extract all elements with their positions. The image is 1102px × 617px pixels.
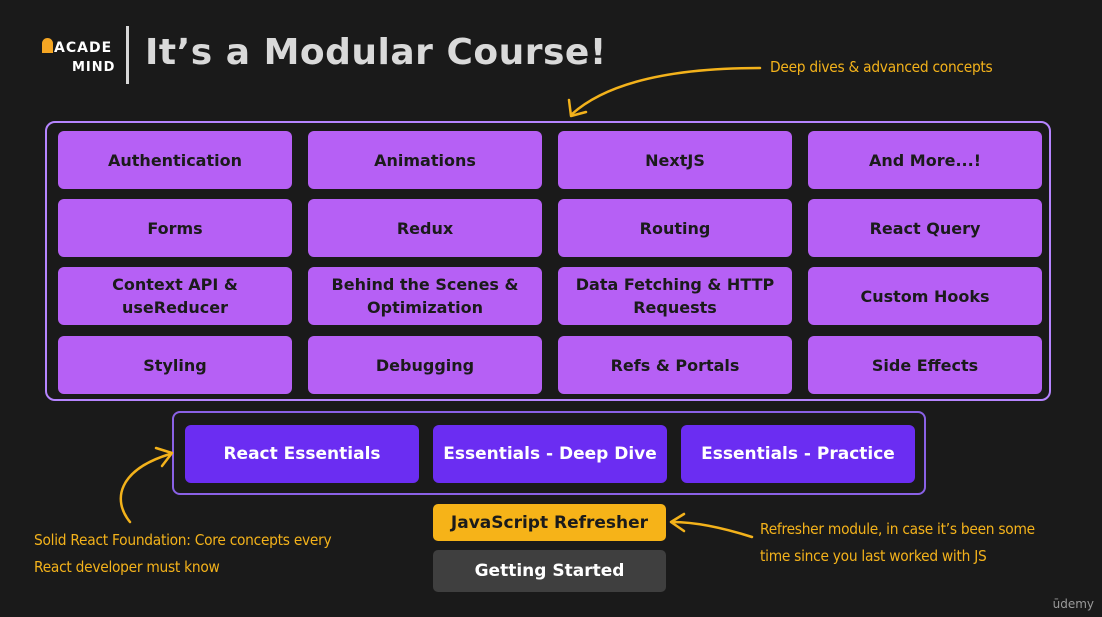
logo-text-line1: ACADE [54, 40, 113, 56]
arrow-refresher [670, 520, 754, 539]
module-animations[interactable]: Animations [308, 131, 542, 189]
module-and-more[interactable]: And More...! [808, 131, 1042, 189]
annotation-deep-dives: Deep dives & advanced concepts [770, 58, 993, 76]
module-debugging[interactable]: Debugging [308, 336, 542, 394]
module-refs-portals[interactable]: Refs & Portals [558, 336, 792, 394]
slide-title: It’s a Modular Course! [145, 32, 607, 73]
arrow-foundation [119, 452, 172, 524]
module-forms[interactable]: Forms [58, 199, 292, 257]
logo-text-line2: MIND [72, 60, 116, 75]
annotation-refresher-line2: time since you last worked with JS [760, 547, 987, 565]
annotation-foundation: Solid React Foundation: Core concepts ev… [34, 527, 332, 581]
arrow-deep-dives [570, 66, 762, 116]
module-context-api[interactable]: Context API & useReducer [58, 267, 292, 325]
annotation-refresher: Refresher module, in case it’s been some… [760, 516, 1035, 570]
annotation-refresher-line1: Refresher module, in case it’s been some [760, 520, 1035, 538]
module-styling[interactable]: Styling [58, 336, 292, 394]
module-data-fetching[interactable]: Data Fetching & HTTP Requests [558, 267, 792, 325]
module-side-effects[interactable]: Side Effects [808, 336, 1042, 394]
module-behind-the-scenes[interactable]: Behind the Scenes & Optimization [308, 267, 542, 325]
annotation-foundation-line1: Solid React Foundation: Core concepts ev… [34, 531, 332, 549]
module-javascript-refresher[interactable]: JavaScript Refresher [433, 504, 666, 541]
module-redux[interactable]: Redux [308, 199, 542, 257]
module-custom-hooks[interactable]: Custom Hooks [808, 267, 1042, 325]
module-nextjs[interactable]: NextJS [558, 131, 792, 189]
arrow-refresher-head [669, 512, 686, 533]
arrow-deep-dives-head [567, 98, 588, 118]
module-react-query[interactable]: React Query [808, 199, 1042, 257]
academind-logo: ACADE MIND [40, 34, 118, 80]
title-divider [126, 26, 129, 84]
module-authentication[interactable]: Authentication [58, 131, 292, 189]
logo-mark-icon [42, 38, 53, 53]
annotation-foundation-line2: React developer must know [34, 558, 220, 576]
module-react-essentials[interactable]: React Essentials [185, 425, 419, 483]
module-essentials-deep-dive[interactable]: Essentials - Deep Dive [433, 425, 667, 483]
module-routing[interactable]: Routing [558, 199, 792, 257]
arrow-foundation-head [154, 446, 174, 468]
module-getting-started[interactable]: Getting Started [433, 550, 666, 592]
module-essentials-practice[interactable]: Essentials - Practice [681, 425, 915, 483]
advanced-modules-frame [45, 121, 1051, 401]
udemy-watermark: ūdemy [1052, 597, 1094, 611]
